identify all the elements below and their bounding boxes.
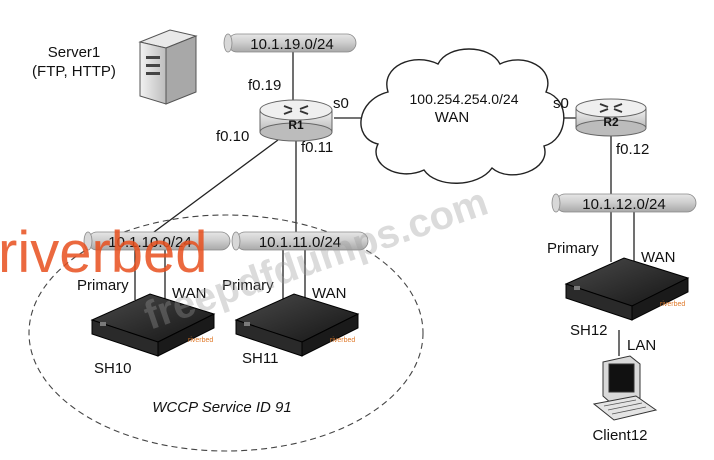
steelhead-sh12-icon: riverbed <box>564 257 690 321</box>
server-services: (FTP, HTTP) <box>32 63 116 80</box>
sh11-brand: riverbed <box>330 337 355 344</box>
sh10-name: SH10 <box>94 360 132 377</box>
remote-lan-subnet: 10.1.12.0/24 <box>582 196 665 213</box>
sh10-primary-label: Primary <box>77 277 129 294</box>
server-name: Server1 <box>48 44 101 61</box>
sh11-name: SH11 <box>242 350 278 367</box>
watermark-brand: riverbed <box>0 220 208 285</box>
r1-f019-label: f0.19 <box>248 77 281 94</box>
r1-f011-label: f0.11 <box>301 139 333 156</box>
router-r2-name: R2 <box>603 115 619 129</box>
wan-label: WAN <box>435 109 469 126</box>
wan-subnet: 100.254.254.0/24 <box>410 91 519 107</box>
pipe-sh11-lan: 10.1.11.0/24 <box>231 231 369 251</box>
wccp-label: WCCP Service ID 91 <box>152 399 291 416</box>
pipe-server-lan: 10.1.19.0/24 <box>223 33 357 53</box>
server-icon <box>138 29 198 105</box>
sh12-primary-label: Primary <box>547 240 599 257</box>
sh11-wan-label: WAN <box>312 285 346 302</box>
sh10-wan-label: WAN <box>172 285 206 302</box>
client-name: Client12 <box>592 427 647 444</box>
link-r1-sh10-lan <box>149 139 279 236</box>
sh12-name: SH12 <box>570 322 608 339</box>
client-computer-icon <box>592 355 658 421</box>
sh11-lan-subnet: 10.1.11.0/24 <box>259 234 341 251</box>
r2-f012-label: f0.12 <box>616 141 649 158</box>
sh12-brand: riverbed <box>660 301 685 308</box>
wccp-group-boundary <box>28 214 424 452</box>
pipe-sh10-lan: 10.1.10.0/24 <box>83 231 231 251</box>
r2-s0-label: s0 <box>553 95 569 112</box>
sh12-lan-label: LAN <box>627 337 656 354</box>
router-r1-name: R1 <box>288 118 304 132</box>
r1-s0-label: s0 <box>333 95 349 112</box>
sh11-primary-label: Primary <box>222 277 274 294</box>
sh12-wan-label: WAN <box>641 249 675 266</box>
r1-f010-label: f0.10 <box>216 128 249 145</box>
sh10-lan-subnet: 10.1.10.0/24 <box>108 234 191 251</box>
server-lan-subnet: 10.1.19.0/24 <box>250 36 333 53</box>
wan-cloud-icon <box>360 48 565 184</box>
router-r2-icon <box>575 98 647 137</box>
router-r1-icon <box>259 99 333 142</box>
sh10-brand: riverbed <box>188 337 213 344</box>
pipe-remote-lan: 10.1.12.0/24 <box>551 193 697 213</box>
steelhead-sh10-icon: riverbed <box>90 293 216 357</box>
steelhead-sh11-icon: riverbed <box>234 293 360 357</box>
